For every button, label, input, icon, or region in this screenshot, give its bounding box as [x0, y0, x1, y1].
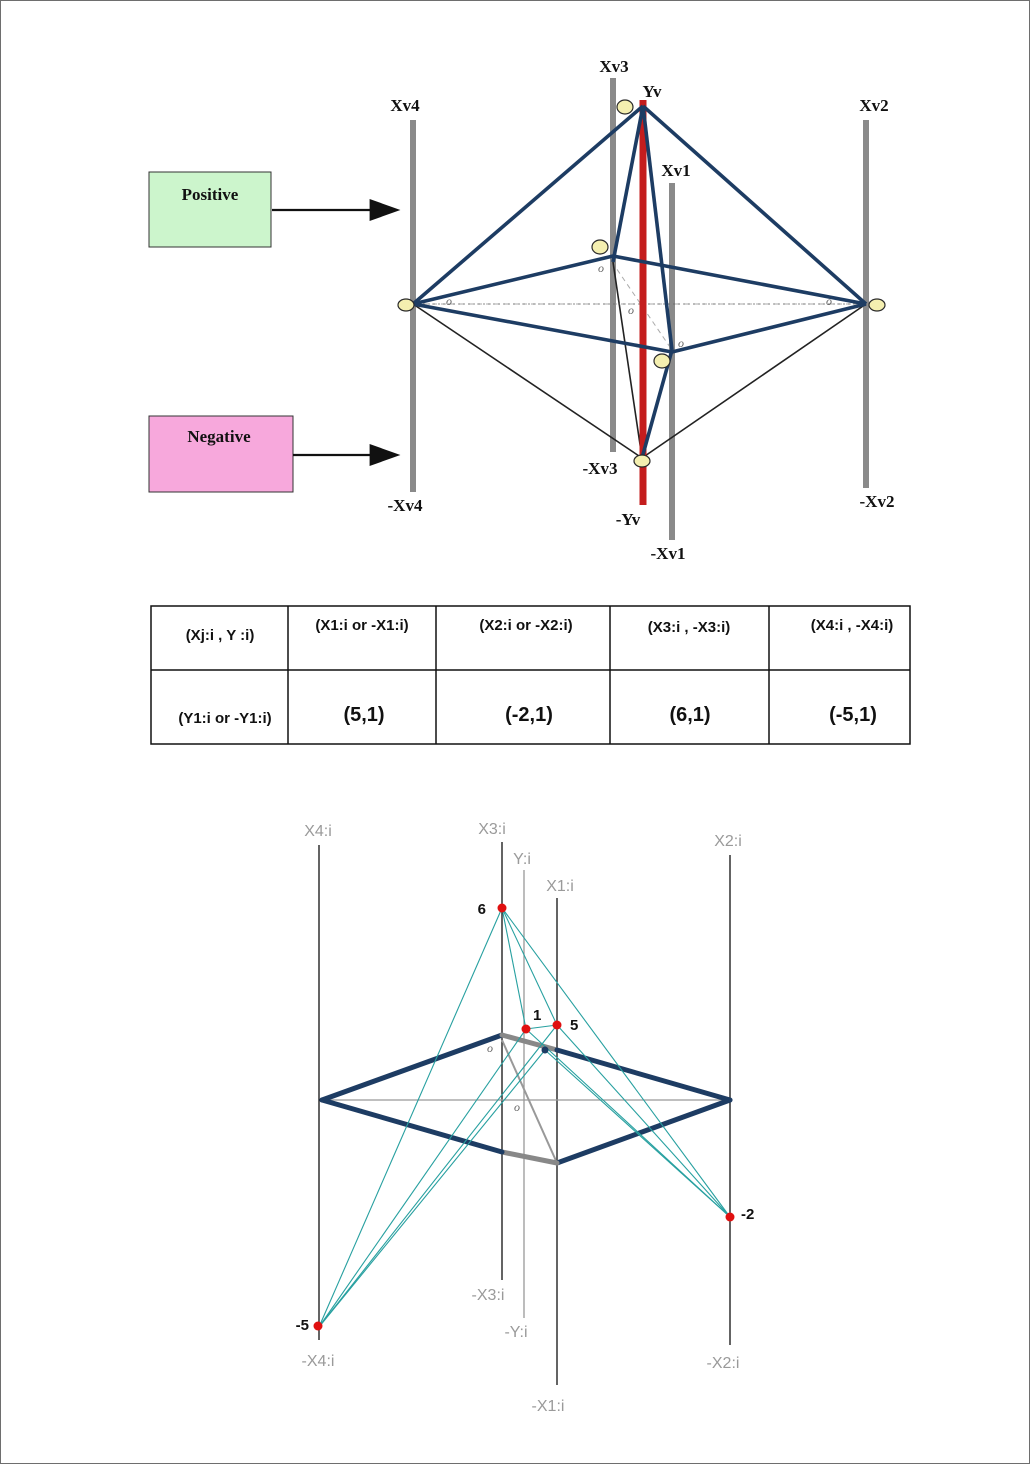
origin-mark: o [826, 294, 832, 308]
label-neg-xv2: -Xv2 [860, 492, 895, 511]
label-xv2: Xv2 [859, 96, 888, 115]
table-row-label: (Y1:i or -Y1:i) [178, 710, 271, 727]
vertex-markers [397, 99, 886, 468]
table-header-cell: (X2:i or -X2:i) [479, 617, 572, 634]
reference-diagonal [501, 1039, 558, 1164]
origin-mark: o [446, 294, 452, 308]
label-yv: Yv [643, 82, 662, 101]
origin-mark: o [678, 336, 684, 350]
table-header-cell: (X3:i , -X3:i) [648, 619, 731, 636]
coordinates-table: (Xj:i , Y :i) (X1:i or -X1:i) (X2:i or -… [150, 605, 911, 745]
point-x4 [313, 1321, 323, 1331]
origin-mark: o [487, 1041, 493, 1055]
negative-label: Negative [187, 427, 251, 446]
label-neg-y: -Y:i [504, 1324, 527, 1341]
table-header-cell: (X1:i or -X1:i) [315, 617, 408, 634]
thick-edges [411, 104, 868, 459]
label-neg-x2: -X2:i [707, 1355, 740, 1372]
label-neg-yv: -Yv [616, 510, 641, 529]
label-x3: X3:i [478, 821, 506, 838]
table-cell: (-2,1) [505, 704, 553, 726]
label-neg-xv4: -Xv4 [388, 496, 423, 515]
point-x1 [552, 1020, 562, 1030]
table-header-cell: (X4:i , -X4:i) [811, 617, 894, 634]
table-cell: (6,1) [669, 704, 710, 726]
label-y: Y:i [513, 851, 531, 868]
intersection-point [541, 1046, 549, 1054]
value-x2: -2 [741, 1206, 754, 1223]
label-neg-x1: -X1:i [532, 1398, 565, 1415]
label-xv3: Xv3 [599, 57, 628, 76]
table-cell: (5,1) [343, 704, 384, 726]
label-xv4: Xv4 [390, 96, 420, 115]
table-cell: (-5,1) [829, 704, 877, 726]
value-x1: 5 [570, 1017, 578, 1034]
value-x4: -5 [296, 1317, 309, 1334]
connection-lines [318, 907, 731, 1328]
label-x1: X1:i [546, 878, 574, 895]
negative-box [148, 415, 294, 493]
point-x2 [725, 1212, 735, 1222]
origin-mark: o [598, 261, 604, 275]
bottom-diagram: o o 6 1 5 -2 -5 [296, 821, 755, 1415]
label-neg-x4: -X4:i [302, 1353, 335, 1370]
value-y: 1 [533, 1007, 541, 1024]
label-x2: X2:i [714, 833, 742, 850]
origin-mark: o [514, 1100, 520, 1114]
origin-mark: o [628, 303, 634, 317]
label-neg-x3: -X3:i [472, 1287, 505, 1304]
label-neg-xv3: -Xv3 [583, 459, 618, 478]
top-diagram: o o o o o Positive Negative Xv4 -Xv4 Xv3… [148, 57, 895, 563]
positive-label: Positive [182, 185, 239, 204]
label-x4: X4:i [304, 823, 332, 840]
point-y [521, 1024, 531, 1034]
positive-box [148, 171, 272, 248]
point-x3 [497, 903, 507, 913]
value-x3: 6 [478, 901, 486, 918]
bottom-quadrilateral [319, 1032, 733, 1166]
label-xv1: Xv1 [661, 161, 690, 180]
table-header-cell: (Xj:i , Y :i) [186, 627, 255, 644]
label-neg-xv1: -Xv1 [651, 544, 686, 563]
